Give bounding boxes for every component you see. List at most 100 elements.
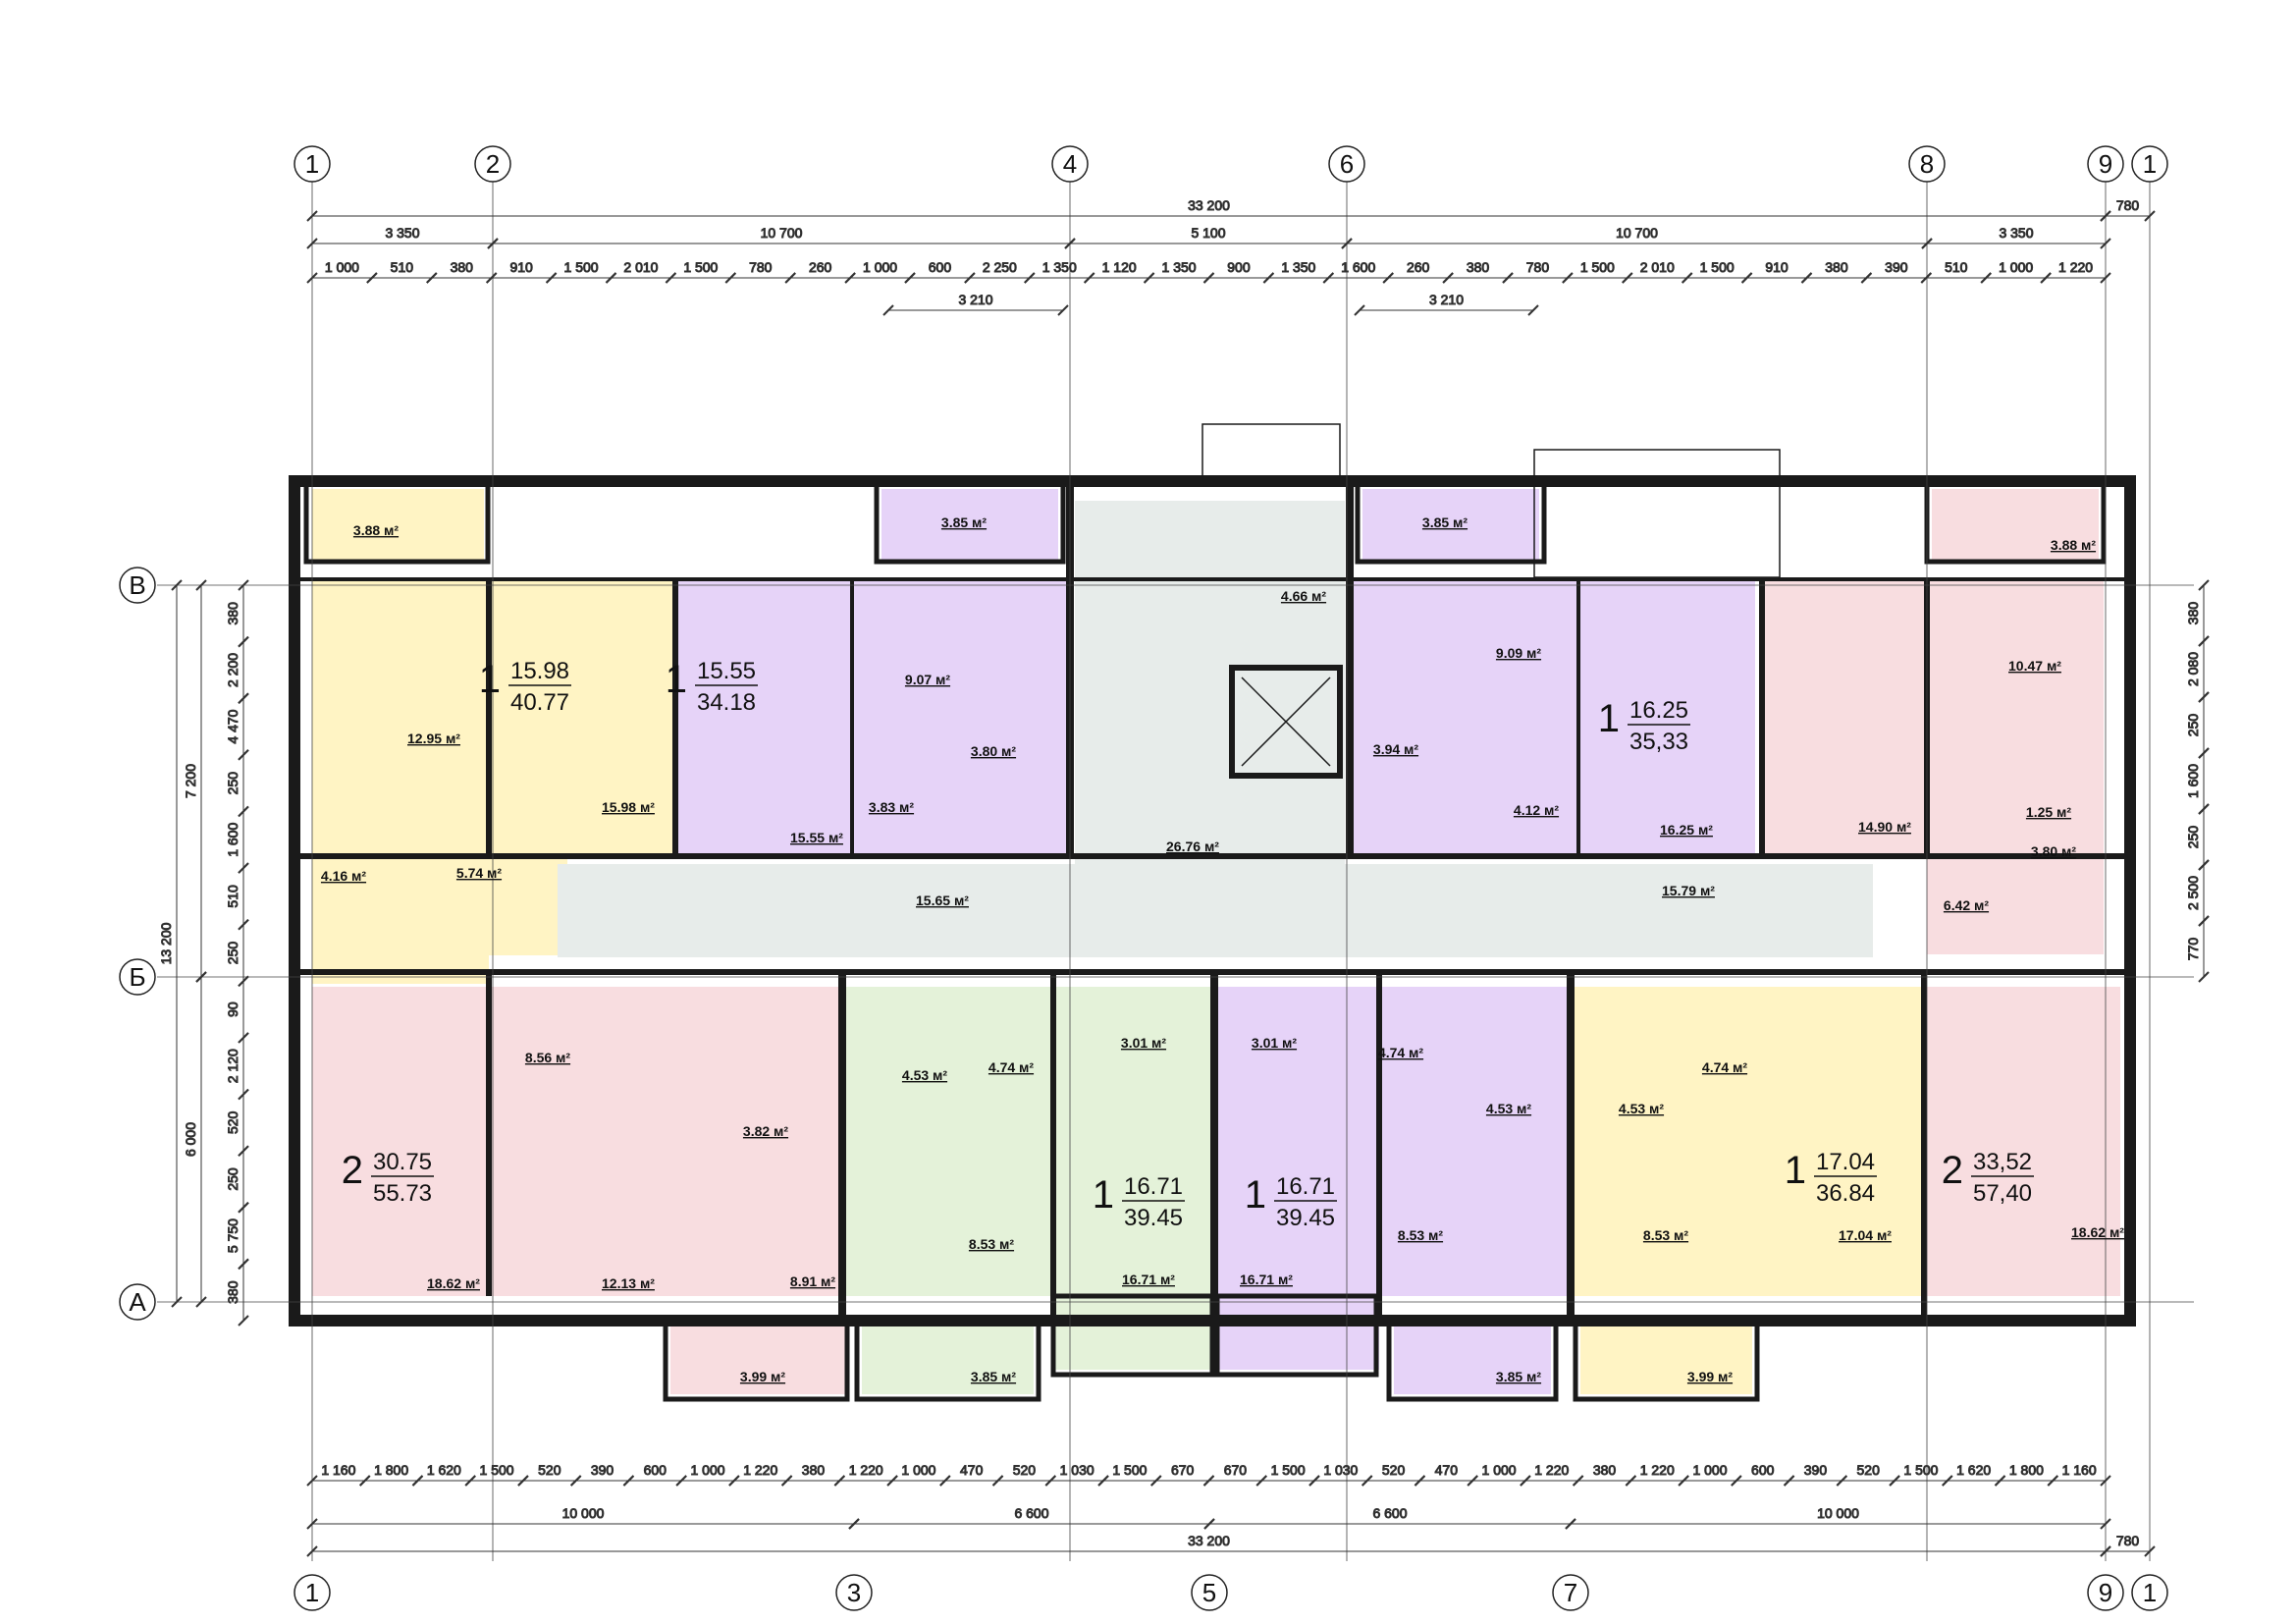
dim-tick [904, 272, 916, 284]
room-area-corr-r: 15.79 м² [1662, 883, 1715, 898]
apartment-living-area: 16.71 [1124, 1173, 1183, 1200]
dim-bottom-detail: 1 220 [743, 1462, 777, 1478]
dim-tick [1520, 1475, 1531, 1487]
dim-top-detail: 380 [1467, 259, 1490, 275]
room-area-balc-b2: 3.85 м² [971, 1369, 1016, 1384]
dim-tick [238, 1145, 249, 1157]
dim-bottom-detail: 520 [1382, 1462, 1406, 1478]
dim-tick [238, 1032, 249, 1044]
dim-tick [2100, 1518, 2111, 1530]
axis-left-2-circle [119, 1283, 156, 1321]
dim-left-detail: 4 470 [225, 709, 240, 743]
room-area-bath-n1: 3.80 м² [971, 743, 1016, 759]
dim-tick [1083, 272, 1095, 284]
dim-sub-right: 3 210 [1429, 292, 1464, 307]
dim-tick [359, 1475, 371, 1487]
room-area-hall-n1: 3.83 м² [869, 799, 914, 815]
room-area-balc-tr: 3.88 м² [2051, 537, 2096, 553]
dim-top-detail: 1 220 [2058, 259, 2093, 275]
dim-bottom-detail: 1 160 [321, 1462, 355, 1478]
loggia [1214, 1293, 1379, 1378]
room-fill [1053, 987, 1212, 1370]
dim-bottom-detail: 1 500 [1112, 1462, 1147, 1478]
balcony [1355, 478, 1547, 565]
axis-bottom-5-circle [2131, 1574, 2168, 1611]
axis-top-2: 4 [1063, 149, 1077, 179]
room-fill [1075, 501, 1345, 874]
elevator-cross [1241, 677, 1331, 767]
dim-left-detail: 250 [225, 772, 240, 795]
dim-tick [487, 238, 499, 249]
dim-tick [2198, 747, 2210, 759]
dim-bottom-detail: 1 620 [427, 1462, 461, 1478]
dim-tick [306, 1518, 318, 1530]
dim-bottom-detail: 1 000 [690, 1462, 724, 1478]
dim-tick [848, 1518, 860, 1530]
room-area-kitchen-tl: 12.95 м² [407, 731, 460, 746]
dim-tick [1860, 272, 1873, 284]
dim-tick [1143, 272, 1155, 284]
dim-top-detail: 910 [509, 259, 533, 275]
dim-tick [991, 1475, 1004, 1487]
dim-tick [1572, 1475, 1584, 1487]
room-area-balc-tl: 3.88 м² [353, 522, 399, 538]
balcony [1386, 1318, 1559, 1402]
room-area-corr-l: 15.65 м² [916, 893, 969, 908]
room-area-balc-b3: 3.85 м² [1496, 1369, 1541, 1384]
room-fill [842, 987, 1053, 1296]
dim-tick [2144, 1545, 2156, 1557]
dim-tick [306, 272, 318, 284]
apartment-total-area: 35,33 [1629, 729, 1688, 755]
axis-left-0-circle [119, 567, 156, 604]
dim-top-detail: 380 [451, 259, 474, 275]
room-area-room-tl: 15.98 м² [602, 799, 655, 815]
dim-right-detail: 770 [2185, 938, 2201, 961]
dim-tick [1322, 272, 1335, 284]
room-fill [1765, 581, 1927, 856]
apartment-living-area: 16.71 [1276, 1173, 1335, 1200]
axis-top-1-circle [474, 145, 511, 183]
dim-bottom-detail: 1 000 [901, 1462, 935, 1478]
dim-top-detail: 780 [749, 259, 773, 275]
room-area-loggia-s4: 3.01 м² [1252, 1035, 1297, 1051]
dim-tick [1942, 1475, 1953, 1487]
dim-bottom-detail: 1 000 [1482, 1462, 1517, 1478]
dim-tick [195, 1296, 207, 1308]
room-area-wc-tr: 1.25 м² [2026, 804, 2071, 820]
dim-tick [1361, 1475, 1373, 1487]
dim-left-detail: 2 200 [225, 653, 240, 687]
dim-tick [195, 579, 207, 591]
dim-top-detail: 910 [1765, 259, 1789, 275]
balcony [854, 1318, 1041, 1402]
dim-bottom-detail: 470 [1435, 1462, 1459, 1478]
dim-tick [171, 579, 183, 591]
dim-tick [545, 272, 558, 284]
dim-tick [1800, 272, 1813, 284]
dim-top-detail: 260 [809, 259, 832, 275]
dim-bottom-detail: 670 [1171, 1462, 1195, 1478]
room-fill [1580, 1324, 1752, 1394]
elevator-shaft [1229, 665, 1343, 779]
dim-bottom-seg: 10 000 [1817, 1505, 1859, 1521]
room-area-hall-tl: 5.74 м² [456, 865, 502, 881]
dim-tick [517, 1475, 529, 1487]
dim-tick [728, 1475, 740, 1487]
dim-tick [238, 1315, 249, 1326]
dim-top-detail: 260 [1407, 259, 1430, 275]
apartment-living-area: 33,52 [1973, 1149, 2032, 1175]
axis-bottom-1-circle [835, 1574, 873, 1611]
dim-tick [238, 975, 249, 988]
apartment-living-area: 17.04 [1816, 1149, 1875, 1175]
dim-bottom-detail: 520 [1857, 1462, 1881, 1478]
dim-tick [1150, 1475, 1162, 1487]
dim-tick [2198, 803, 2210, 815]
dim-bottom-detail: 1 160 [2062, 1462, 2097, 1478]
dim-tick [1057, 304, 1069, 316]
dim-tick [2100, 272, 2111, 284]
balcony [303, 478, 491, 565]
dim-tick [724, 272, 737, 284]
room-fill [489, 581, 675, 856]
dim-tick [784, 272, 796, 284]
dim-bottom-detail: 670 [1224, 1462, 1248, 1478]
room-area-room-s4: 16.71 м² [1240, 1272, 1293, 1287]
